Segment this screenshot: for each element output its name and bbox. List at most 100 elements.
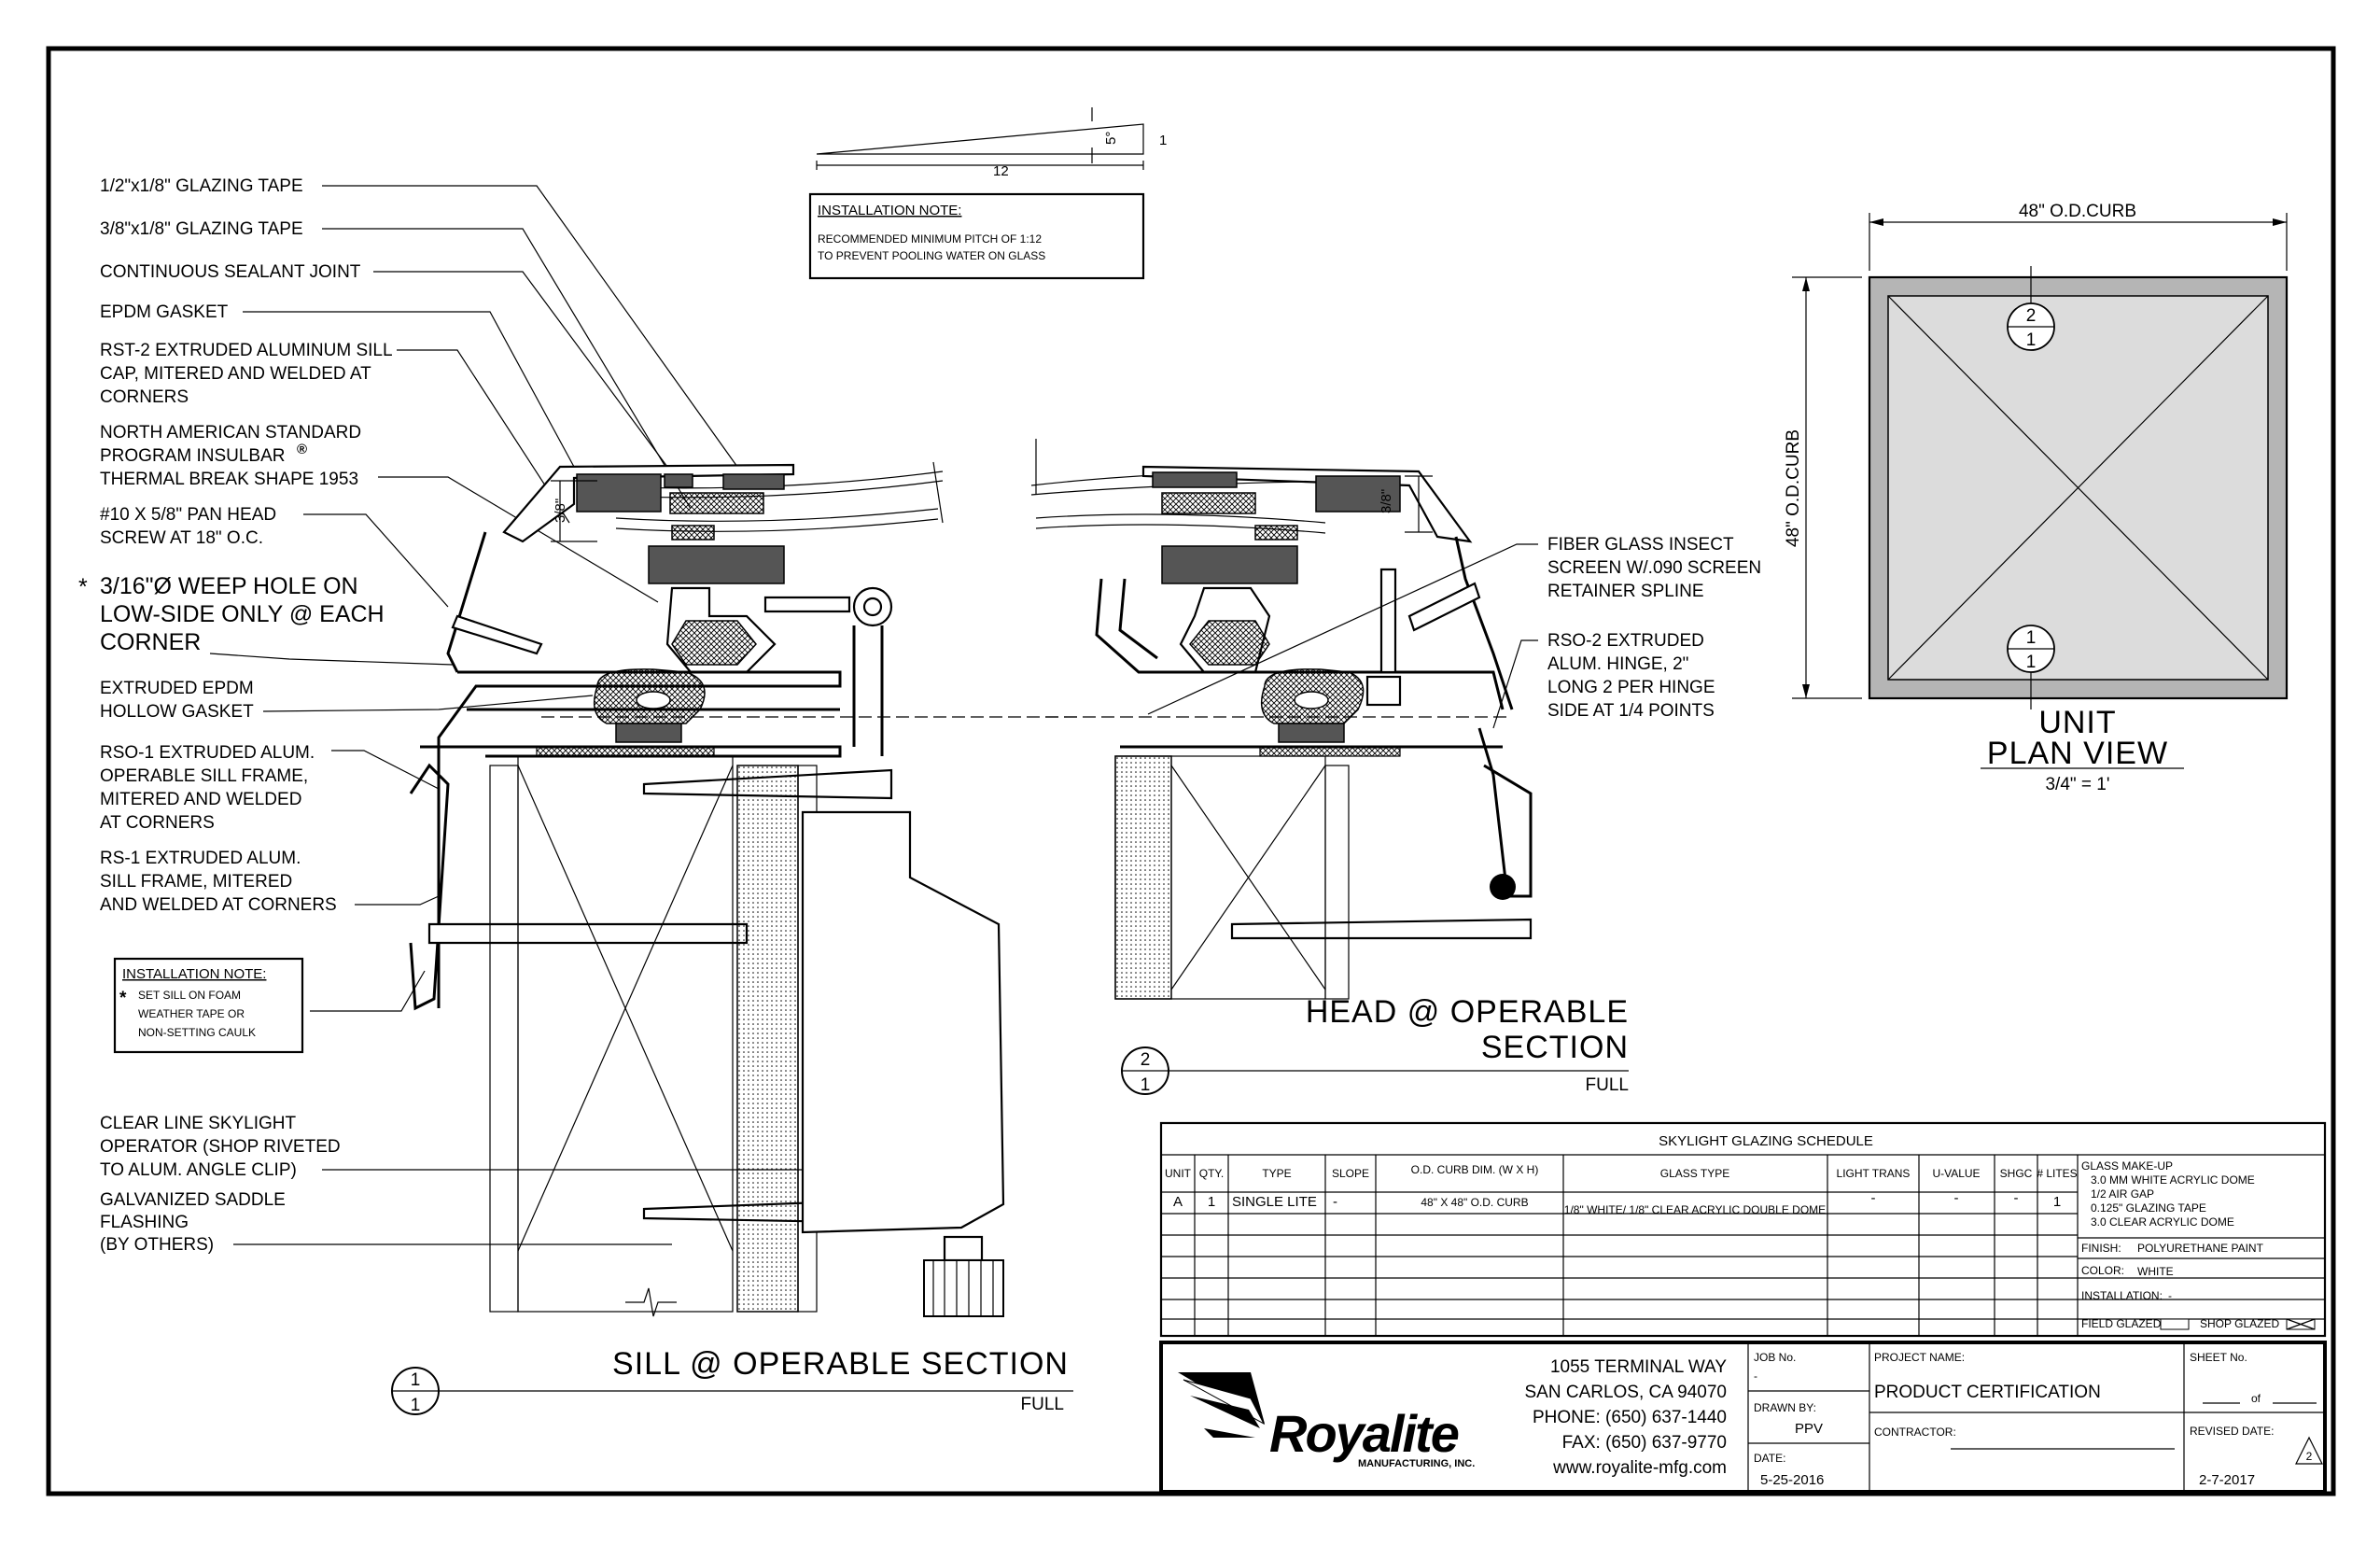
- sill-section-detail: 3/8": [409, 461, 1005, 1317]
- head-section-scale: FULL: [1586, 1075, 1629, 1095]
- plan-marker-top-sheet: 1: [2026, 330, 2037, 350]
- install-note-top-line2: TO PREVENT POOLING WATER ON GLASS: [818, 249, 1045, 262]
- install-note-sill-title: INSTALLATION NOTE:: [122, 966, 266, 982]
- callout-rs1-1: RS-1 EXTRUDED ALUM.: [100, 849, 301, 868]
- job-label: JOB No.: [1754, 1351, 1796, 1364]
- head-section-num: 2: [1141, 1050, 1151, 1070]
- sill-section-scale: FULL: [1021, 1395, 1064, 1414]
- callout-flashing-1: GALVANIZED SADDLE: [100, 1190, 286, 1210]
- callout-operator-2: OPERATOR (SHOP RIVETED: [100, 1137, 341, 1157]
- callout-insect-screen-2: SCREEN W/.090 SCREEN: [1547, 558, 1761, 578]
- schedule-h-lites: # LITES: [2037, 1167, 2077, 1180]
- address-2: SAN CARLOS, CA 94070: [1525, 1383, 1728, 1402]
- callout-epdm-gasket: EPDM GASKET: [100, 302, 229, 322]
- shop-glazed-label: SHOP GLAZED: [2200, 1317, 2279, 1330]
- sheet-label: SHEET No.: [2190, 1351, 2247, 1364]
- right-callouts: FIBER GLASS INSECT SCREEN W/.090 SCREEN …: [1147, 535, 1761, 729]
- phone: PHONE: (650) 637-1440: [1533, 1408, 1727, 1427]
- callout-flashing-2: FLASHING: [100, 1213, 189, 1232]
- schedule-r-uvalue: -: [1954, 1190, 1959, 1206]
- schedule-r-light: -: [1871, 1190, 1876, 1206]
- date-label: DATE:: [1754, 1452, 1785, 1465]
- installation-label: INSTALLATION:: [2081, 1289, 2163, 1302]
- weep-asterisk: *: [78, 574, 88, 600]
- callout-hinge-2: ALUM. HINGE, 2": [1547, 654, 1688, 674]
- callout-insulbar-2: PROGRAM INSULBAR: [100, 446, 285, 466]
- plan-marker-bottom-num: 1: [2026, 628, 2037, 648]
- callout-glazing-tape-2: 3/8"x1/8" GLAZING TAPE: [100, 219, 303, 239]
- install-note-top: INSTALLATION NOTE: RECOMMENDED MINIMUM P…: [808, 192, 1145, 280]
- schedule-title: SKYLIGHT GLAZING SCHEDULE: [1659, 1133, 1873, 1149]
- plan-title-2: PLAN VIEW: [1987, 736, 2168, 771]
- project-value: PRODUCT CERTIFICATION: [1874, 1383, 2101, 1402]
- schedule-r-qty: 1: [1208, 1194, 1215, 1210]
- revision-number: 2: [2306, 1450, 2313, 1463]
- install-note-top-line1: RECOMMENDED MINIMUM PITCH OF 1:12: [818, 232, 1042, 246]
- pitch-diagram: 1 12 5°: [816, 107, 1167, 179]
- callout-insect-screen-3: RETAINER SPLINE: [1547, 582, 1704, 601]
- registered-mark: ®: [297, 442, 307, 457]
- schedule-h-slope: SLOPE: [1332, 1167, 1369, 1180]
- callout-rso1-3: MITERED AND WELDED: [100, 790, 301, 809]
- schedule-h-qty: QTY.: [1199, 1167, 1224, 1180]
- callout-rso1-2: OPERABLE SILL FRAME,: [100, 766, 308, 786]
- callout-weep-1: 3/16"Ø WEEP HOLE ON: [100, 573, 358, 599]
- callout-screw-1: #10 X 5/8" PAN HEAD: [100, 505, 276, 525]
- glass-makeup-2: 1/2 AIR GAP: [2091, 1187, 2154, 1201]
- dim-3-8-head: 3/8": [1379, 489, 1394, 513]
- callout-hollow-gasket-1: EXTRUDED EPDM: [100, 679, 254, 698]
- pitch-run: 12: [993, 163, 1009, 179]
- schedule-h-type: TYPE: [1262, 1167, 1291, 1180]
- sill-section-title-text: SILL @ OPERABLE SECTION: [612, 1346, 1069, 1382]
- schedule-h-light: LIGHT TRANS: [1837, 1167, 1911, 1180]
- install-note-sill-line3: NON-SETTING CAULK: [138, 1026, 256, 1039]
- finish-value: POLYURETHANE PAINT: [2137, 1242, 2264, 1255]
- head-section-title: HEAD @ OPERABLE SECTION 2 1 FULL: [1121, 994, 1629, 1095]
- revised-label: REVISED DATE:: [2190, 1425, 2274, 1438]
- color-label: COLOR:: [2081, 1264, 2124, 1277]
- sill-section-sheet: 1: [411, 1396, 421, 1415]
- callout-hinge-4: SIDE AT 1/4 POINTS: [1547, 701, 1715, 721]
- callout-insulbar-3: THERMAL BREAK SHAPE 1953: [100, 470, 358, 489]
- callout-sill-cap-3: CORNERS: [100, 387, 189, 407]
- plan-width-label: 48" O.D.CURB: [2019, 202, 2136, 221]
- callout-rso1-4: AT CORNERS: [100, 813, 215, 833]
- glazing-schedule: SKYLIGHT GLAZING SCHEDULE UNIT QTY. TYPE…: [1159, 1121, 2327, 1338]
- sill-section-title: SILL @ OPERABLE SECTION 1 1 FULL: [391, 1346, 1073, 1415]
- plan-height-label: 48" O.D.CURB: [1784, 429, 1803, 547]
- callout-rs1-2: SILL FRAME, MITERED: [100, 872, 292, 892]
- plan-scale: 3/4" = 1': [2045, 775, 2109, 794]
- schedule-h-unit: UNIT: [1165, 1167, 1192, 1180]
- finish-label: FINISH:: [2081, 1242, 2121, 1255]
- pitch-rise: 1: [1159, 133, 1167, 148]
- callout-insulbar-1: NORTH AMERICAN STANDARD: [100, 423, 361, 442]
- glass-makeup-4: 3.0 CLEAR ACRYLIC DOME: [2091, 1215, 2234, 1229]
- callout-hinge-1: RSO-2 EXTRUDED: [1547, 631, 1704, 651]
- revised-date: 2-7-2017: [2199, 1472, 2255, 1488]
- callout-hinge-3: LONG 2 PER HINGE: [1547, 678, 1715, 697]
- callout-operator-3: TO ALUM. ANGLE CLIP): [100, 1160, 297, 1180]
- install-note-sill-line2: WEATHER TAPE OR: [138, 1007, 245, 1020]
- callout-glazing-tape-1: 1/2"x1/8" GLAZING TAPE: [100, 176, 303, 196]
- royalite-logo: Royalite MANUFACTURING, INC.: [1178, 1372, 1475, 1469]
- schedule-r-lites: 1: [2053, 1194, 2061, 1210]
- callout-operator-1: CLEAR LINE SKYLIGHT: [100, 1114, 297, 1133]
- schedule-h-glass: GLASS TYPE: [1660, 1167, 1729, 1180]
- glass-makeup-3: 0.125" GLAZING TAPE: [2091, 1201, 2206, 1215]
- head-section-detail: 3/8": [541, 439, 1533, 1000]
- sheet-of: of: [2251, 1392, 2261, 1405]
- install-note-sill-asterisk: *: [119, 989, 127, 1008]
- schedule-h-uvalue: U-VALUE: [1932, 1167, 1980, 1180]
- left-leader-lines: [209, 185, 933, 1245]
- drawn-value: PPV: [1795, 1421, 1823, 1437]
- callout-sill-cap-2: CAP, MITERED AND WELDED AT: [100, 364, 371, 384]
- schedule-r-unit: A: [1173, 1194, 1183, 1210]
- callout-flashing-3: (BY OTHERS): [100, 1235, 214, 1255]
- callout-screw-2: SCREW AT 18" O.C.: [100, 528, 263, 548]
- schedule-r-slope: -: [1333, 1194, 1337, 1210]
- plan-view: 48" O.D.CURB 48" O.D.CURB 2 1 1 1 UNIT P…: [1784, 202, 2289, 794]
- callout-insect-screen-1: FIBER GLASS INSECT: [1547, 535, 1734, 555]
- color-value: WHITE: [2137, 1265, 2174, 1278]
- schedule-r-type: SINGLE LITE: [1232, 1194, 1317, 1210]
